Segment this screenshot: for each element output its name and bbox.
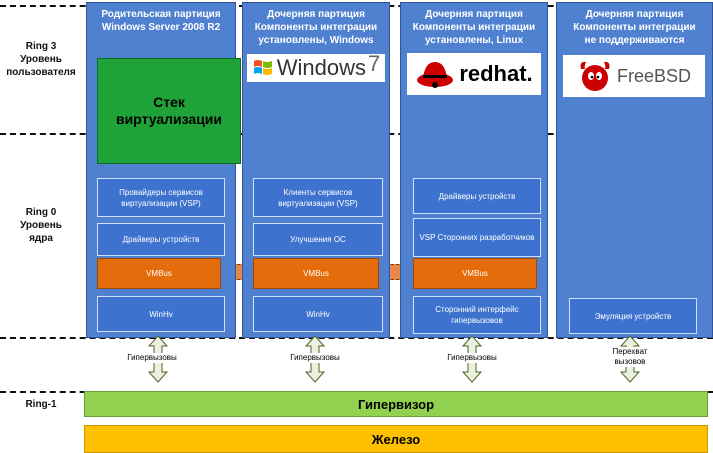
windows-logo-text: Windows — [276, 55, 366, 80]
virtualization-stack: Стек виртуализации — [97, 58, 241, 164]
vmbus-windows: VMBus — [253, 258, 379, 289]
hypercall-label-parent: Гипервызовы — [102, 353, 202, 363]
freebsd-logo: FreeBSD — [563, 55, 705, 97]
vmbus-parent: VMBus — [97, 258, 221, 289]
ring0-label: Ring 0 Уровень ядра — [20, 207, 62, 244]
parent-partition: Родительская партиция Windows Server 200… — [86, 2, 241, 338]
windows-partition-title: Дочерняя партиция Компоненты интеграции … — [254, 9, 378, 46]
intercept-label-freebsd: Перехват вызовов — [595, 347, 665, 367]
hypercall-label-windows: Гипервызовы — [265, 353, 365, 363]
linux-partition-title: Дочерняя партиция Компоненты интеграции … — [412, 9, 536, 46]
parent-partition-title: Родительская партиция Windows Server 200… — [101, 9, 221, 33]
os-enhancements: Улучшения ОС — [253, 223, 383, 256]
redhat-logo-text: redhat. — [459, 61, 533, 86]
vmbus-linux: VMBus — [413, 258, 537, 289]
vsc-clients: Клиенты сервисов виртуализации (VSP) — [253, 178, 383, 217]
redhat-shadowman-icon — [417, 62, 454, 88]
windows-flag-icon — [253, 60, 272, 75]
device-drivers-parent: Драйверы устройств — [97, 223, 225, 256]
hardware-bar: Железо — [84, 425, 708, 453]
ring3-label: Ring 3 Уровень пользователя — [6, 41, 76, 78]
ring-minus1-label: Ring-1 — [25, 399, 57, 410]
third-party-vsp: VSP Сторонних разработчиков — [413, 218, 541, 257]
third-party-hypercall-interface: Сторонний интерфейс гипервызовов — [413, 296, 541, 334]
freebsd-partition-title: Дочерняя партиция Компоненты интеграции … — [573, 9, 696, 46]
redhat-logo: redhat. — [407, 53, 541, 95]
vsp-providers: Провайдеры сервисов виртуализации (VSP) — [97, 178, 225, 217]
separator-ring0-hypercall — [0, 337, 713, 339]
winhv-windows: WinHv — [253, 296, 383, 332]
freebsd-daemon-icon — [580, 61, 610, 91]
freebsd-logo-text: FreeBSD — [616, 65, 692, 86]
winhv-parent: WinHv — [97, 296, 225, 332]
hypervisor-bar: Гипервизор — [84, 391, 708, 417]
windows-logo-version: 7 — [368, 51, 381, 76]
freebsd-child-partition: Дочерняя партиция Компоненты интеграции … — [556, 2, 713, 338]
device-drivers-linux: Драйверы устройств — [413, 178, 541, 214]
windows-child-partition: Дочерняя партиция Компоненты интеграции … — [242, 2, 390, 338]
linux-child-partition: Дочерняя партиция Компоненты интеграции … — [400, 2, 548, 338]
device-emulation: Эмуляция устройств — [569, 298, 697, 334]
hypercall-label-linux: Гипервызовы — [422, 353, 522, 363]
